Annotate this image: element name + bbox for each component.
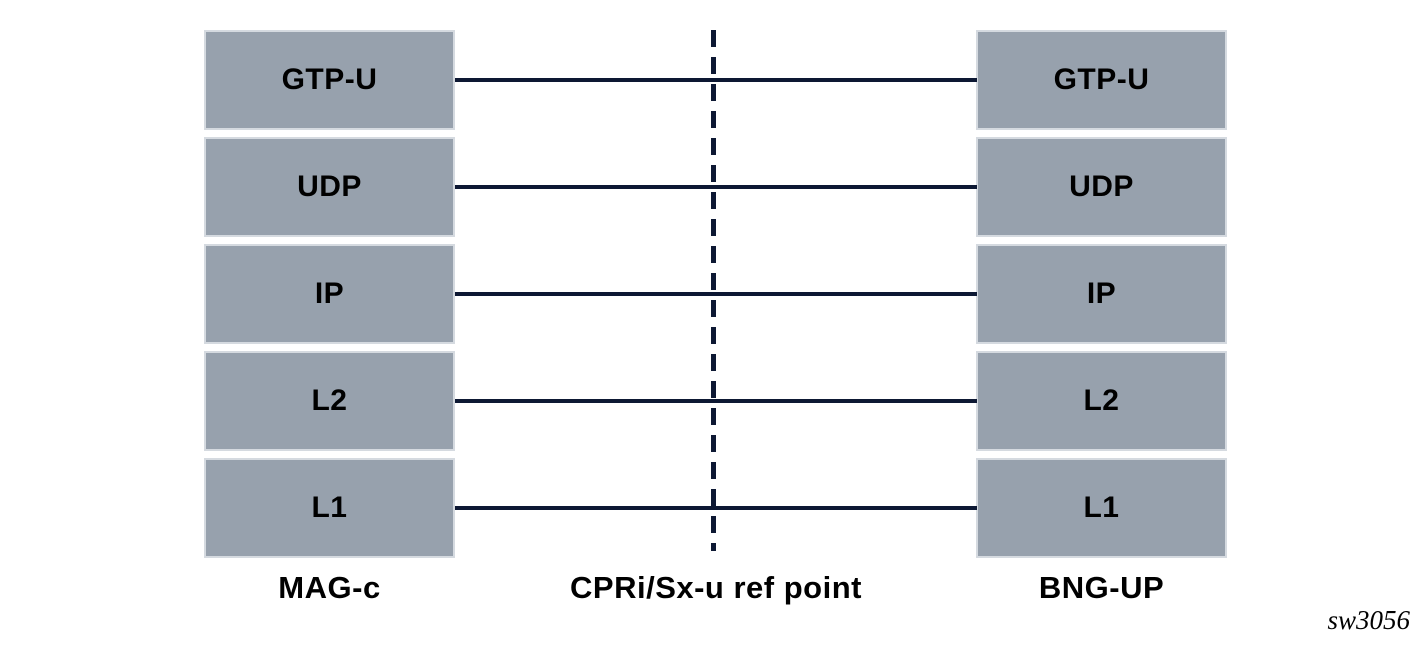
bng-up-layer-gtp-u: GTP-U [976,30,1227,130]
connector-line-udp [455,185,977,189]
bng-up-layer-l2: L2 [976,351,1227,451]
connector-line-l2 [455,399,977,403]
connector-line-ip [455,292,977,296]
mag-c-layer-l1: L1 [204,458,455,558]
ref-point-dashed-line [711,30,716,551]
mag-c-layer-ip: IP [204,244,455,344]
mag-c-label: MAG-c [278,570,381,605]
connector-line-gtp-u [455,78,977,82]
bng-up-layer-ip: IP [976,244,1227,344]
layer-label: L1 [311,491,348,524]
layer-label: L2 [1083,384,1120,417]
ref-point-label: CPRi/Sx-u ref point [570,570,862,605]
bng-up-label: BNG-UP [1038,570,1165,605]
mag-c-layer-udp: UDP [204,137,455,237]
layer-label: L1 [1083,491,1120,524]
bng-up-layer-l1: L1 [976,458,1227,558]
connector-line-l1 [455,506,977,510]
layer-label: IP [314,277,345,310]
mag-c-layer-l2: L2 [204,351,455,451]
layer-label: GTP-U [1053,63,1150,96]
layer-label: IP [1086,277,1117,310]
layer-label: L2 [311,384,348,417]
layer-label: GTP-U [281,63,378,96]
figure-id: sw3056 [1327,605,1410,635]
layer-label: UDP [297,170,362,203]
layer-label: UDP [1069,170,1134,203]
mag-c-layer-gtp-u: GTP-U [204,30,455,130]
bng-up-layer-udp: UDP [976,137,1227,237]
